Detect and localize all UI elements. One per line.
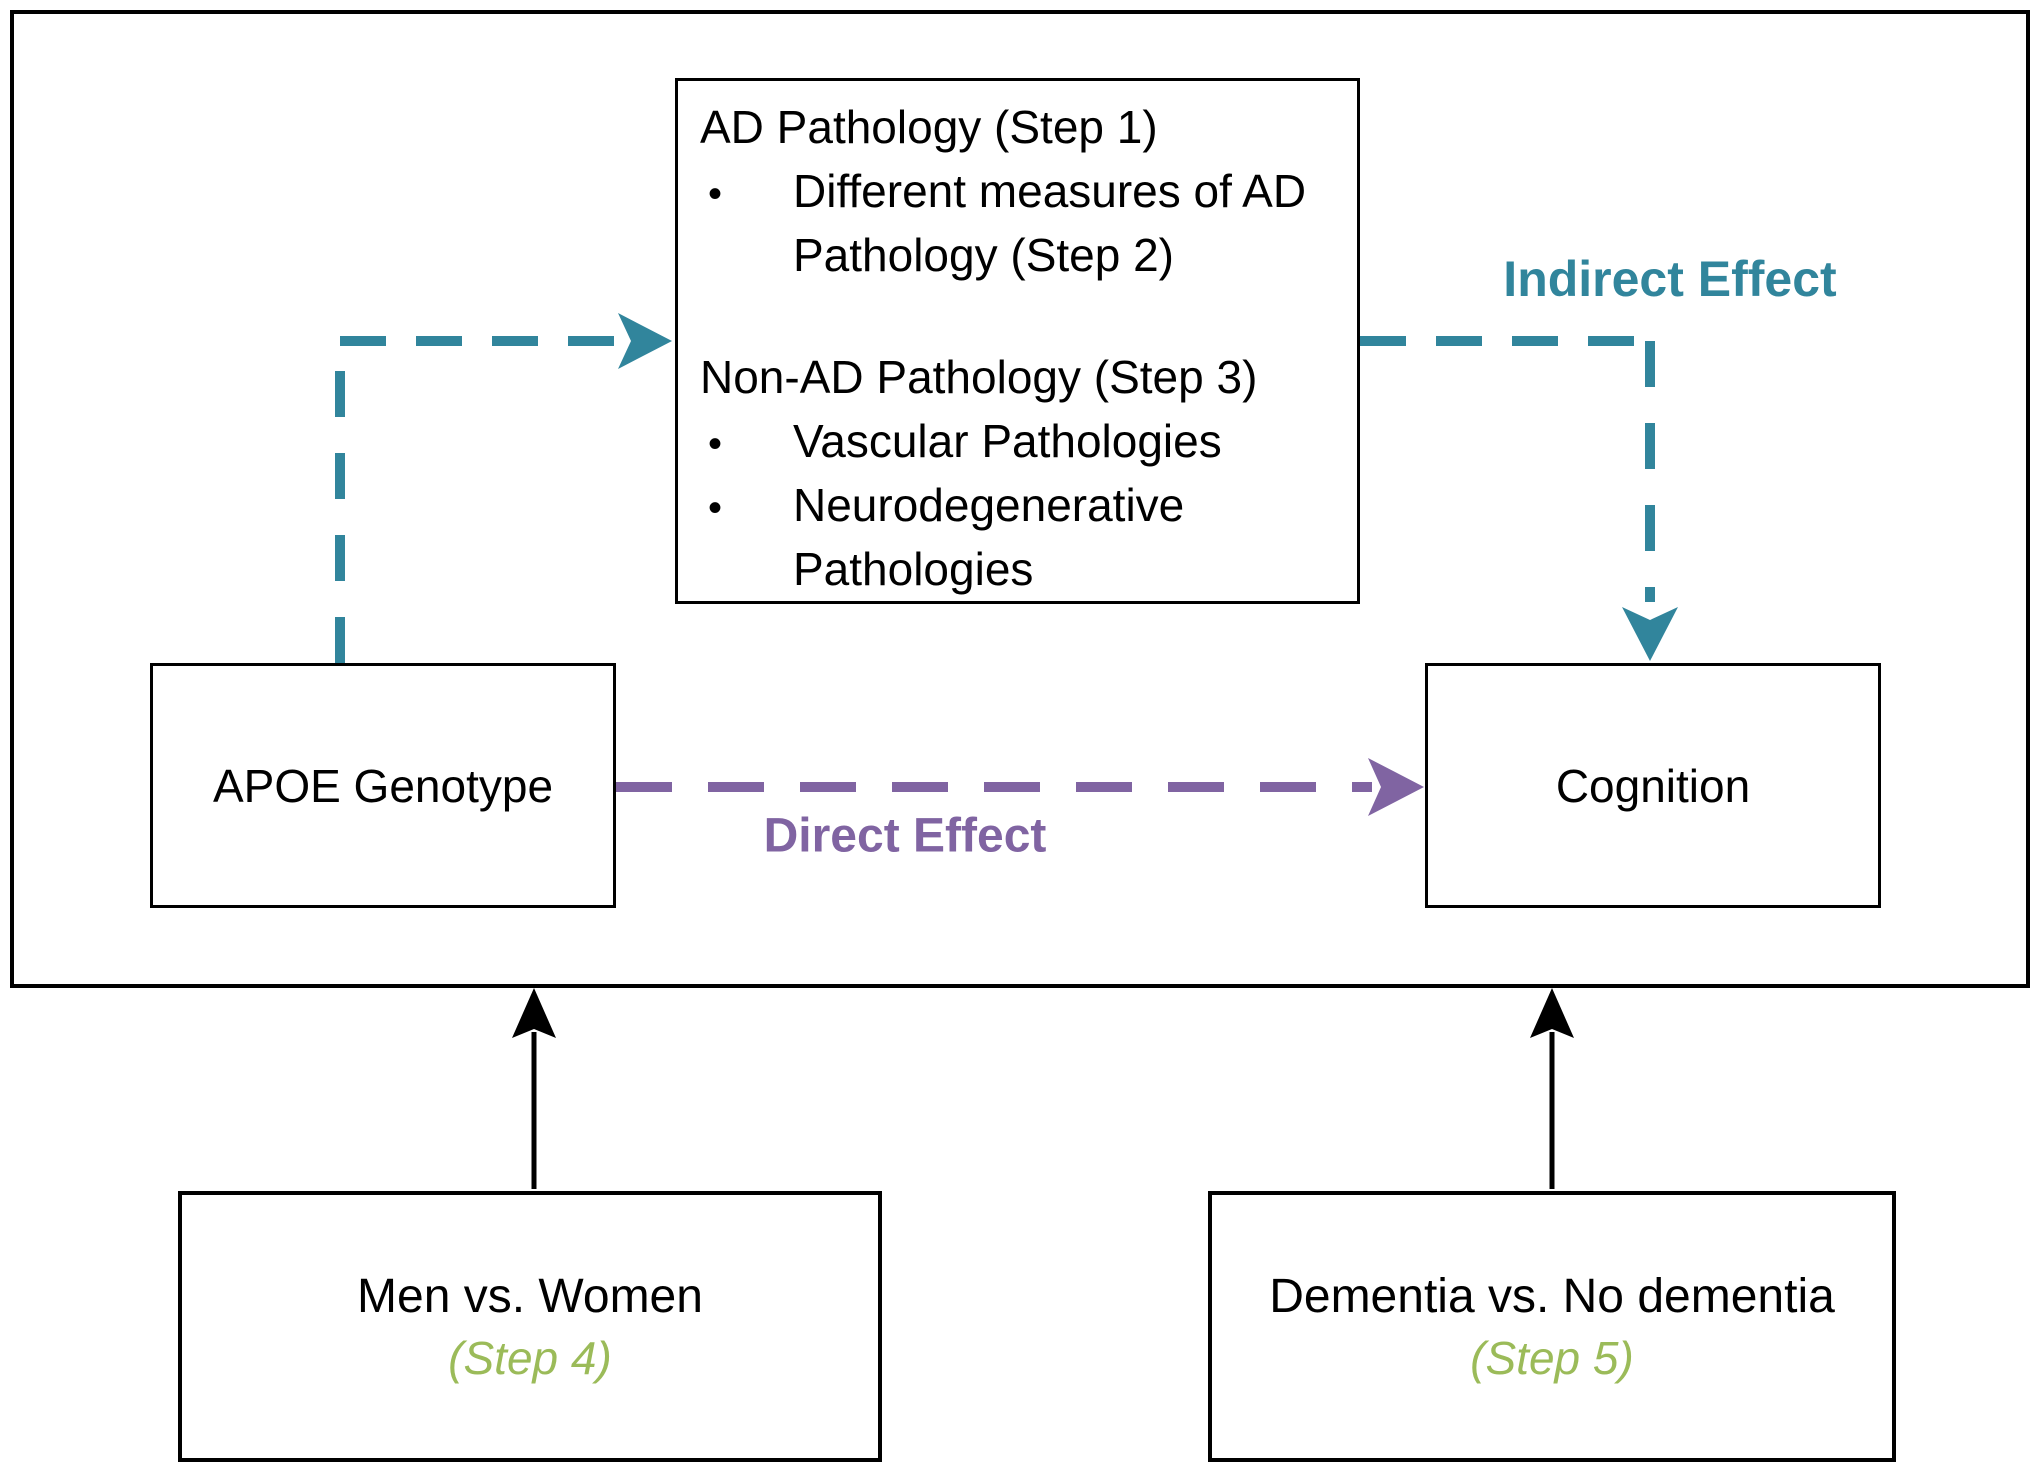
- moderator-dementia-step: (Step 5): [1470, 1331, 1634, 1384]
- neurodegenerative-bullet-item-wrap: Pathologies: [700, 537, 1347, 601]
- ad-bullet-text-line2: Pathology (Step 2): [793, 229, 1175, 281]
- moderator-box-sex: Men vs. Women (Step 4): [178, 1191, 882, 1462]
- moderator-dementia-label: Dementia vs. No dementia: [1269, 1269, 1835, 1323]
- neurodegenerative-bullet-item: • Neurodegenerative: [700, 473, 1347, 537]
- moderator-box-dementia: Dementia vs. No dementia (Step 5): [1208, 1191, 1896, 1462]
- indirect-effect-label: Indirect Effect: [1503, 251, 1837, 307]
- moderator-sex-arrowhead: [512, 988, 556, 1038]
- bullet-icon: •: [708, 486, 723, 530]
- neurodegenerative-bullet-text-line2: Pathologies: [793, 543, 1034, 595]
- cognition-label: Cognition: [1555, 759, 1751, 812]
- ad-pathology-title-text: AD Pathology (Step 1): [700, 101, 1158, 153]
- bullet-icon: •: [708, 172, 723, 216]
- cognition-node: Cognition: [1425, 663, 1881, 908]
- moderator-dementia-arrowhead: [1530, 988, 1574, 1038]
- ad-pathology-title: AD Pathology (Step 1): [700, 95, 1347, 159]
- vascular-bullet-item: • Vascular Pathologies: [700, 409, 1347, 473]
- moderator-sex-label: Men vs. Women: [357, 1269, 703, 1323]
- pathology-mediator-content: AD Pathology (Step 1) • Different measur…: [678, 81, 1357, 601]
- nonad-pathology-title-text: Non-AD Pathology (Step 3): [700, 351, 1258, 403]
- ad-bullet-item-wrap: Pathology (Step 2): [700, 223, 1347, 287]
- moderator-sex-step: (Step 4): [448, 1331, 612, 1384]
- apoe-genotype-node: APOE Genotype: [150, 663, 616, 908]
- nonad-pathology-title: Non-AD Pathology (Step 3): [700, 345, 1347, 409]
- direct-effect-label: Direct Effect: [763, 809, 1047, 863]
- ad-bullet-text-line1: Different measures of AD: [793, 165, 1307, 217]
- model-frame: [10, 10, 2030, 988]
- ad-bullet-item: • Different measures of AD: [700, 159, 1347, 223]
- bullet-icon: •: [708, 422, 723, 466]
- vascular-bullet-text: Vascular Pathologies: [793, 415, 1222, 467]
- neurodegenerative-bullet-text-line1: Neurodegenerative: [793, 479, 1185, 531]
- apoe-genotype-label: APOE Genotype: [212, 759, 554, 812]
- mediator-spacer: [700, 287, 1347, 345]
- pathology-mediator-box: AD Pathology (Step 1) • Different measur…: [675, 78, 1360, 604]
